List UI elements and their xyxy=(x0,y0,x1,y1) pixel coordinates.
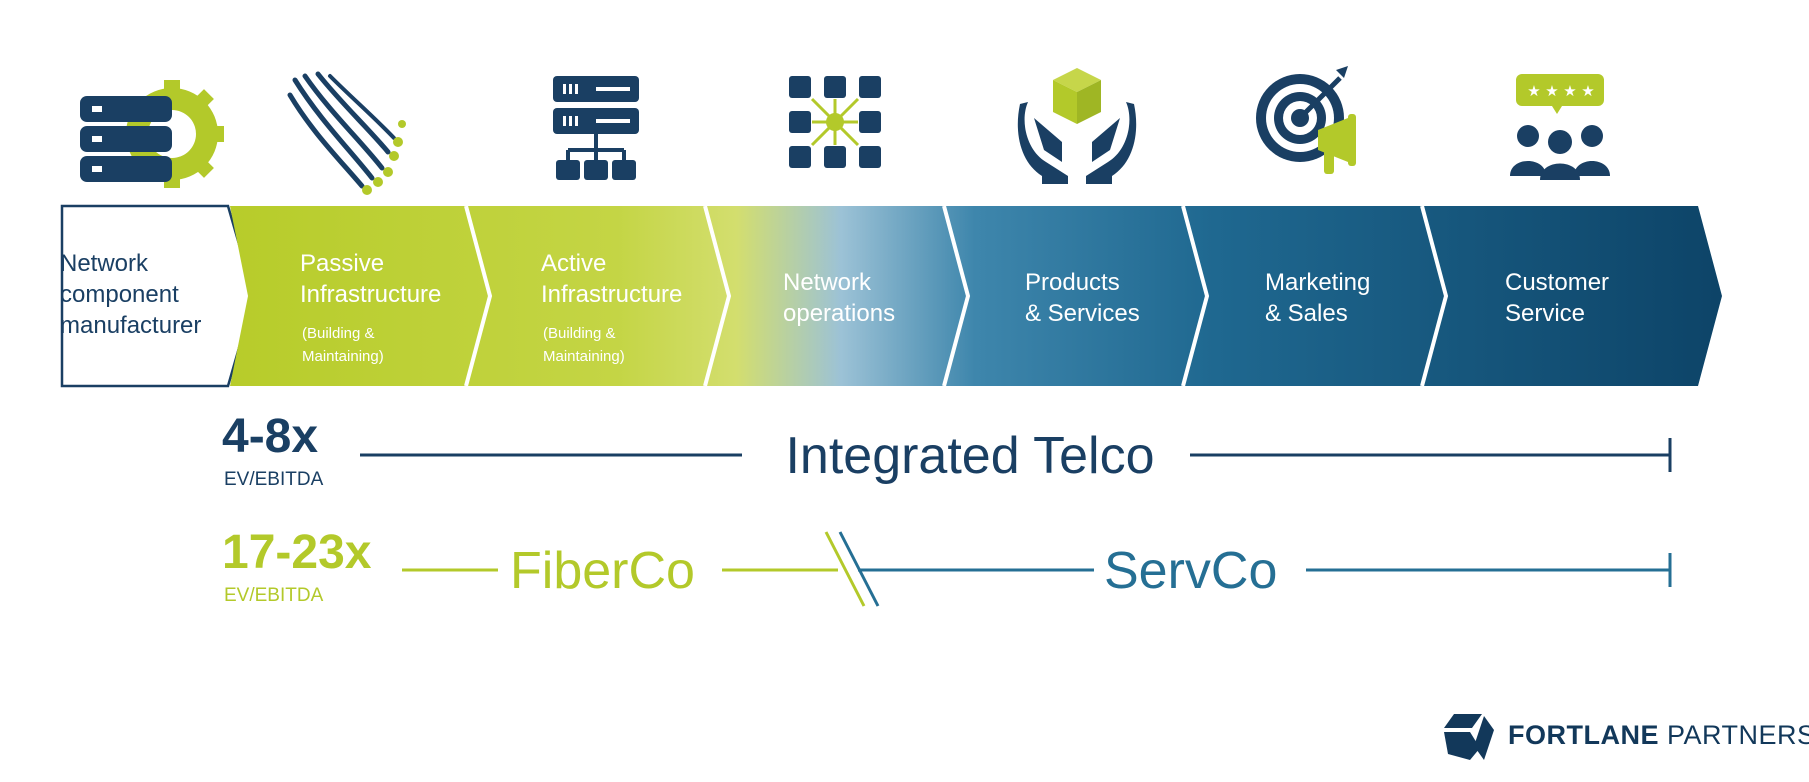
integrated-metric-label: EV/EBITDA xyxy=(224,469,324,490)
svg-text:★: ★ xyxy=(1545,83,1558,100)
server-gear-icon xyxy=(80,80,224,188)
chevron-divider xyxy=(1420,206,1449,386)
chevron-label-active-infrastructure: Active Infrastructure xyxy=(541,250,682,308)
customer-rating-icon: ★ ★ ★ ★ xyxy=(1510,74,1610,180)
integrated-multiple: 4-8x xyxy=(222,410,318,463)
chevron-label-network-operations: Network operations xyxy=(783,269,895,327)
server-rack-network-icon xyxy=(553,76,639,180)
chevron-divider xyxy=(942,206,971,386)
svg-text:★: ★ xyxy=(1563,83,1576,100)
network-hub-icon xyxy=(789,76,881,168)
chevron-divider xyxy=(464,206,493,386)
fiber-cables-icon xyxy=(287,71,406,195)
chevron-label-marketing-sales: Marketing & Sales xyxy=(1265,269,1377,327)
chevron-label-products-services: Products & Services xyxy=(1025,269,1140,327)
chevron-label-passive-infrastructure: Passive Infrastructure xyxy=(300,250,441,308)
split-metric-label: EV/EBITDA xyxy=(224,585,324,606)
svg-text:★: ★ xyxy=(1527,83,1540,100)
fortlane-partners-logo: FORTLANE PARTNERS xyxy=(1442,708,1809,762)
servco-label: ServCo xyxy=(1104,542,1277,600)
svg-text:★: ★ xyxy=(1581,83,1594,100)
target-megaphone-icon xyxy=(1256,66,1356,174)
integrated-telco-label: Integrated Telco xyxy=(785,427,1154,485)
chevron-label-manufacturer: Network component manufacturer xyxy=(60,250,201,339)
chevron-divider xyxy=(1181,206,1210,386)
logo-wordmark: FORTLANE PARTNERS xyxy=(1508,719,1809,750)
split-break-mark-lime xyxy=(824,531,866,607)
fortlane-logo-mark xyxy=(1444,714,1494,760)
fiberco-label: FiberCo xyxy=(510,542,695,600)
chevron-sublabel-passive-infrastructure: (Building & Maintaining) xyxy=(302,325,384,365)
chevron-sublabel-active-infrastructure: (Building & Maintaining) xyxy=(543,325,625,365)
chevron-divider xyxy=(703,206,732,386)
split-multiple: 17-23x xyxy=(222,526,372,579)
chevron-label-customer-service: Customer Service xyxy=(1505,269,1616,327)
hands-box-icon xyxy=(1017,68,1137,184)
value-chain-band xyxy=(230,206,1722,386)
